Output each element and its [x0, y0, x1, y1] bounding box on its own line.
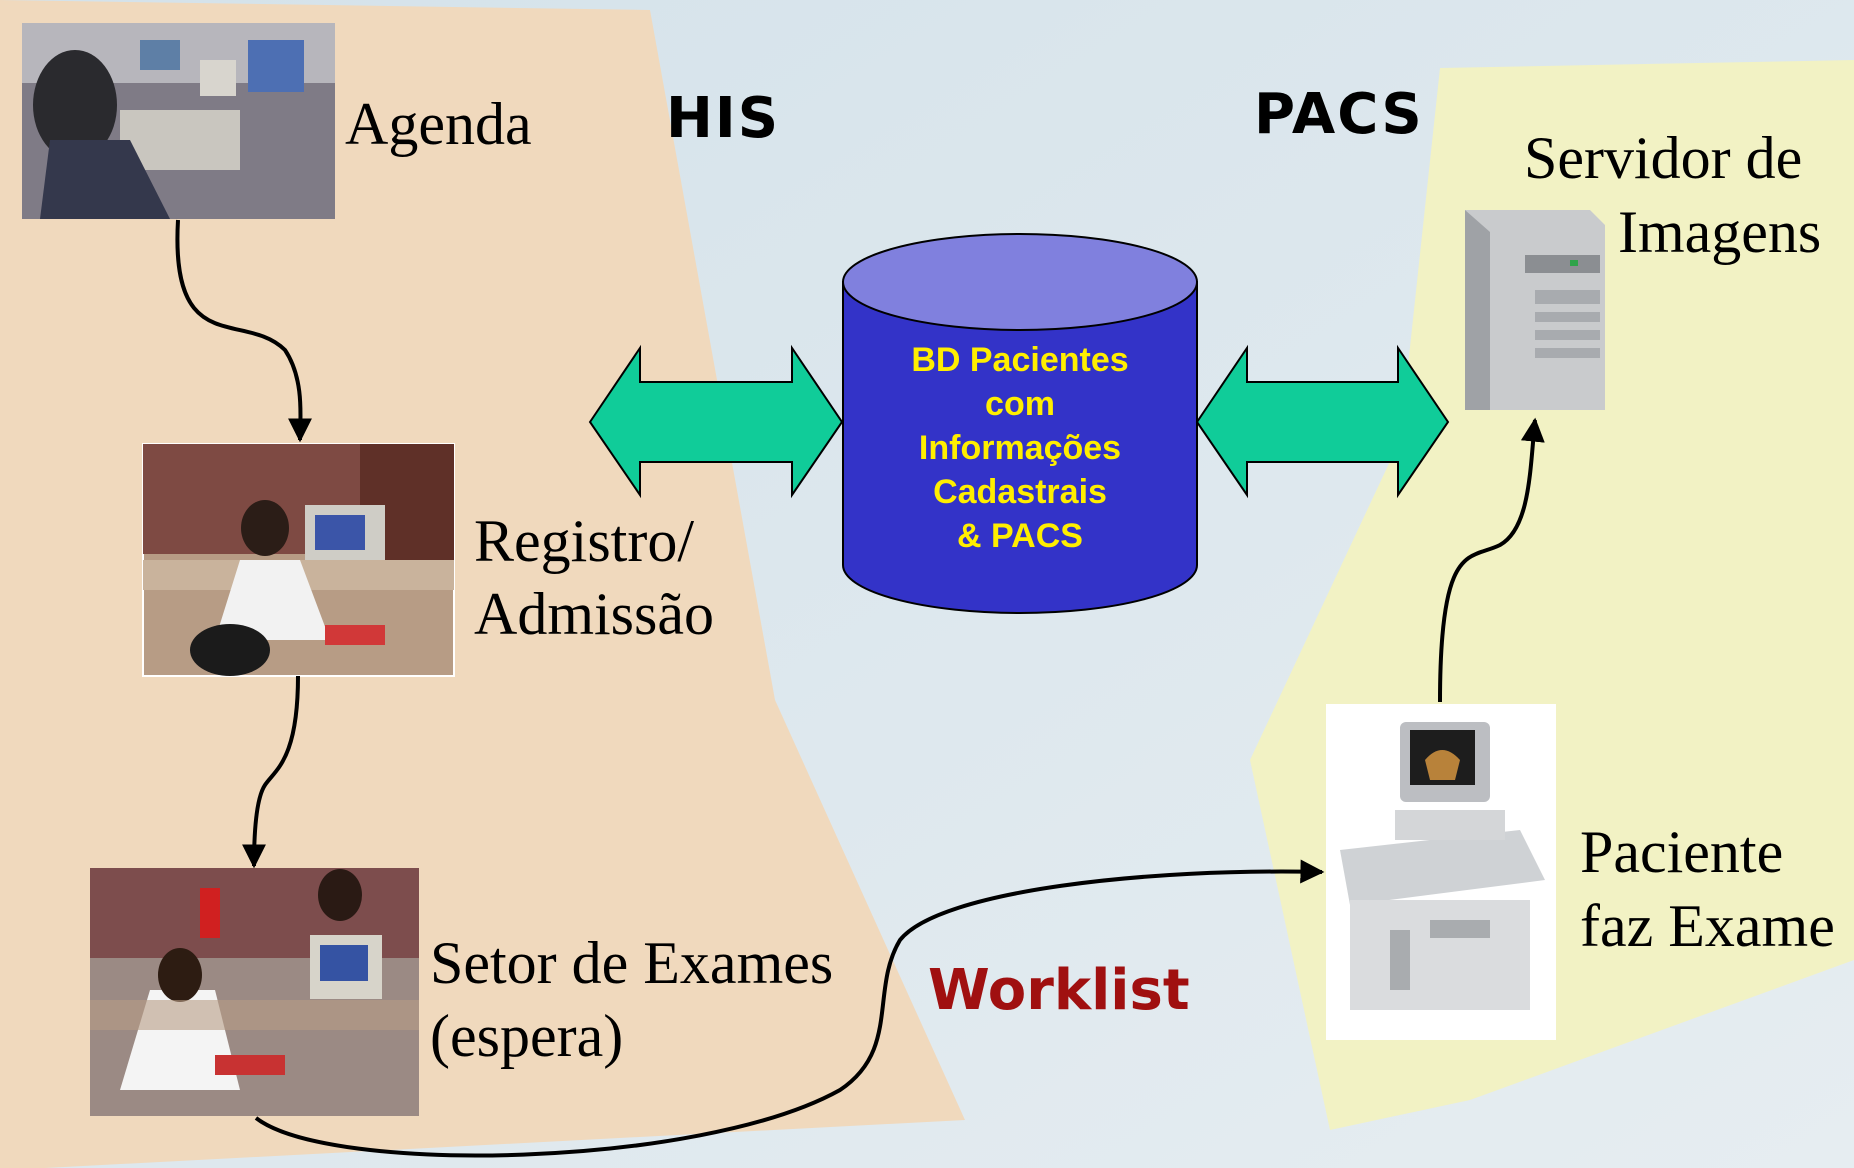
database-cylinder — [842, 233, 1198, 614]
his-db-double-arrow — [588, 344, 844, 499]
database-label: BD Pacientes com Informações Cadastrais … — [840, 338, 1200, 558]
database-line-1: BD Pacientes — [911, 341, 1129, 379]
paciente-label-line2: faz Exame — [1580, 893, 1835, 959]
exam-waiting-photo — [90, 868, 419, 1116]
worklist-label: Worklist — [928, 958, 1190, 1023]
setor-label-line2: (espera) — [430, 1003, 624, 1069]
agenda-label: Agenda — [345, 91, 532, 157]
pacs-header: PACS — [1254, 82, 1424, 147]
registro-label-line2: Admissão — [474, 581, 714, 647]
ultrasound-machine-icon — [1326, 704, 1556, 1040]
agenda-photo — [22, 23, 335, 219]
his-header: HIS — [666, 86, 781, 151]
registration-desk-photo — [142, 443, 455, 677]
db-pacs-double-arrow — [1195, 344, 1450, 499]
registro-label-line1: Registro/ — [474, 508, 694, 574]
servidor-label-line2: Imagens — [1618, 199, 1822, 265]
flow-worklist-to-exam — [254, 859, 1325, 1158]
servidor-label-line1: Servidor de — [1524, 125, 1803, 191]
database-line-3: Informações — [918, 429, 1122, 467]
flow-exam-to-server — [1438, 417, 1545, 703]
database-line-4: Cadastrais — [933, 473, 1107, 511]
database-line-5: & PACS — [957, 517, 1083, 555]
flow-agenda-to-registro — [175, 219, 313, 443]
database-line-2: com — [985, 385, 1055, 423]
paciente-label-line1: Paciente — [1580, 819, 1784, 885]
flow-registro-to-setor — [242, 675, 300, 869]
image-server-icon — [1465, 210, 1605, 410]
setor-label-line1: Setor de Exames — [430, 930, 834, 996]
